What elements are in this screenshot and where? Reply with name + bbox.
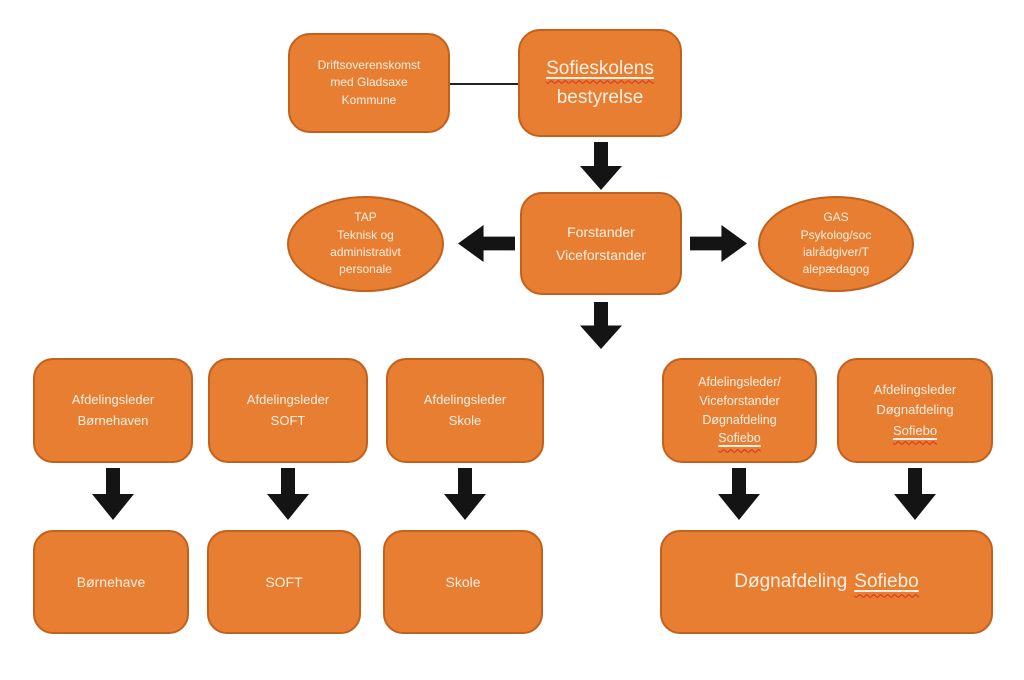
down-arrow-icon [718, 468, 760, 520]
misspelled-word: Sofiebo [854, 571, 919, 593]
node-afdelingsleder-skole: Afdelingsleder Skole [386, 358, 544, 463]
node-label-line: Døgnafdeling [702, 412, 777, 427]
node-afdelingsleder-viceforstander-doegnafdeling: Afdelingsleder/ Viceforstander Døgnafdel… [662, 358, 817, 463]
node-label-word: Døgnafdeling [734, 571, 848, 593]
node-label-line: Afdelingsleder [71, 392, 155, 408]
node-boernehave: Børnehave [33, 530, 189, 634]
down-arrow-icon [894, 468, 936, 520]
node-label-line: Psykolog/soc [800, 227, 872, 242]
node-afdelingsleder-soft: Afdelingsleder SOFT [208, 358, 368, 463]
node-label-line: med Gladsaxe [330, 75, 408, 90]
node-label-line: Skole [448, 412, 482, 428]
node-label-line: Viceforstander [699, 393, 780, 408]
node-label-line: Sofiebo [718, 429, 760, 448]
node-label-line: TAP [354, 210, 377, 225]
misspelled-word: Sofiebo [718, 431, 761, 446]
right-arrow-icon [690, 225, 747, 262]
node-soft: SOFT [207, 530, 361, 634]
node-driftsoverenskomst: Driftsoverenskomst med Gladsaxe Kommune [288, 33, 450, 133]
node-label-line: Afdelingsleder [423, 392, 507, 408]
node-label-line: Sofiebo [893, 421, 937, 441]
node-label-line: Afdelingsleder/ [698, 375, 781, 389]
misspelled-word: Sofiebo [892, 422, 938, 438]
node-label-line: SOFT [270, 412, 306, 428]
node-label-line: Kommune [341, 92, 397, 107]
node-forstander-viceforstander: Forstander Viceforstander [520, 192, 682, 295]
node-label-line: Børnehaven [77, 412, 149, 428]
node-label-line: alepædagog [802, 262, 870, 277]
node-skole: Skole [383, 530, 543, 634]
node-label-line: Driftsoverenskomst [317, 57, 421, 72]
node-sofieskolens-bestyrelse: Sofieskolens bestyrelse [518, 29, 682, 137]
node-label-line: personale [339, 262, 392, 277]
node-label-line: Sofieskolens [546, 54, 654, 83]
node-label-line: Afdelingsleder [873, 382, 957, 398]
node-label-line: Afdelingsleder [246, 392, 330, 408]
node-label-line: Teknisk og [337, 227, 394, 242]
node-label-line: bestyrelse [556, 87, 644, 108]
misspelled-word: Sofieskolens [546, 57, 654, 79]
node-label-line: Børnehave [76, 573, 146, 590]
node-tap: TAP Teknisk og administrativt personale [287, 196, 444, 292]
down-arrow-icon [444, 468, 486, 520]
node-label-line: SOFT [265, 573, 303, 590]
down-arrow-icon [92, 468, 134, 520]
left-arrow-icon [458, 225, 515, 262]
down-arrow-icon [580, 142, 622, 190]
node-label-line: Viceforstander [555, 246, 646, 263]
node-afdelingsleder-boernehaven: Afdelingsleder Børnehaven [33, 358, 193, 463]
node-gas: GAS Psykolog/soc ialrådgiver/T alepædago… [758, 196, 914, 292]
node-doegnafdeling-sofiebo: Døgnafdeling Sofiebo [660, 530, 993, 634]
node-label-line: Skole [445, 573, 481, 590]
node-label-line: Forstander [567, 224, 635, 241]
node-afdelingsleder-doegnafdeling: Afdelingsleder Døgnafdeling Sofiebo [837, 358, 993, 463]
node-label-line: Døgnafdeling [876, 402, 954, 418]
node-label-line: Døgnafdeling Sofiebo [734, 567, 918, 596]
connector-line [450, 83, 518, 85]
node-label-line: ialrådgiver/T [802, 245, 870, 259]
node-label-line: GAS [823, 210, 849, 225]
down-arrow-icon [580, 302, 622, 349]
down-arrow-icon [267, 468, 309, 520]
node-label-line: administrativt [330, 245, 401, 259]
